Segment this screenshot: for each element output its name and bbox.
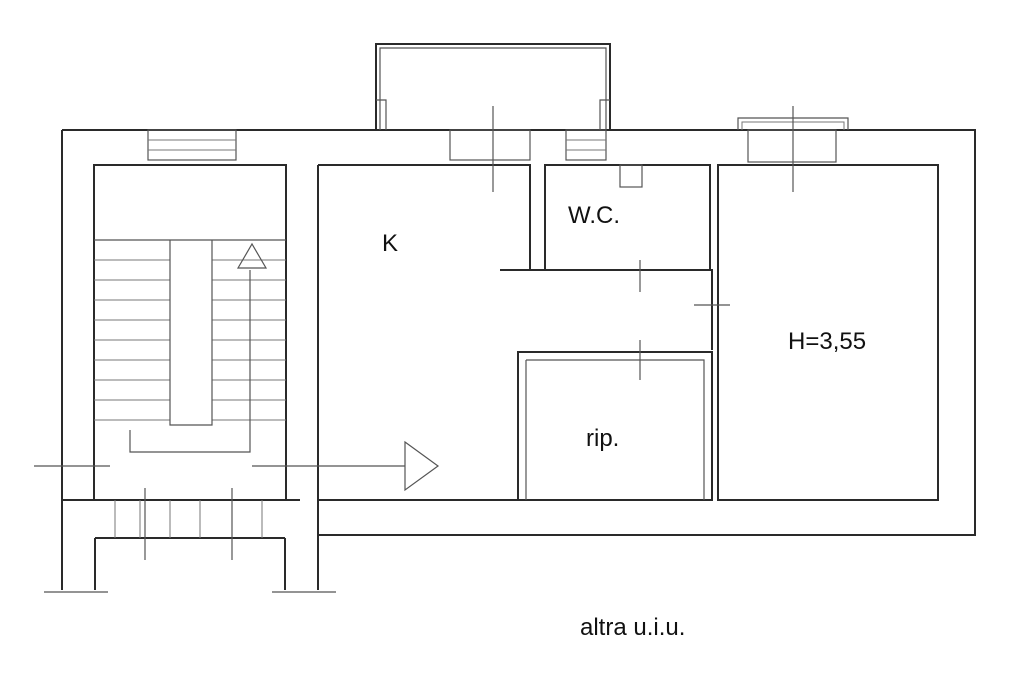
staircase	[93, 164, 287, 560]
other-unit-label: altra u.i.u.	[580, 614, 686, 641]
windows	[147, 117, 849, 163]
storage-label: rip.	[586, 425, 620, 452]
section-marks	[34, 106, 794, 593]
entrance-arrow	[252, 440, 440, 492]
main-room	[717, 164, 939, 501]
storage-room	[500, 269, 713, 501]
kitchen-label: K	[382, 230, 399, 257]
balcony	[375, 43, 611, 130]
wc-label: W.C.	[568, 202, 620, 229]
kitchen-room	[317, 164, 531, 501]
room-height-label: H=3,55	[788, 328, 867, 355]
